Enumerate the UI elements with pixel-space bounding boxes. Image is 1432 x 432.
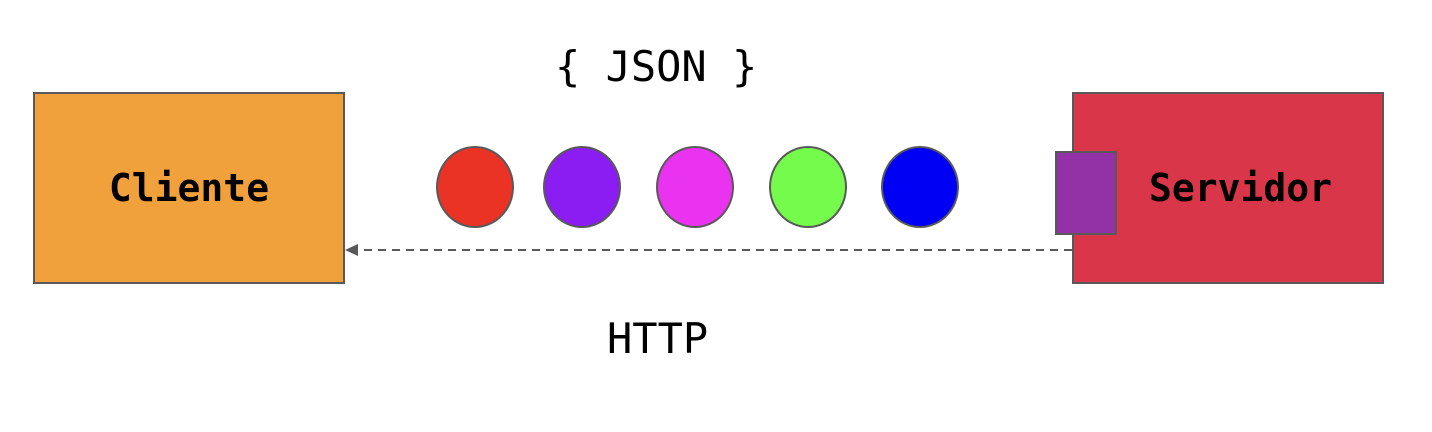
http-label: HTTP	[607, 314, 709, 363]
client-box: Cliente	[33, 92, 345, 284]
http-arrow-head	[345, 244, 358, 256]
json-token-magenta	[656, 146, 734, 228]
json-token-red	[436, 146, 514, 228]
json-token-purple	[543, 146, 621, 228]
client-label: Cliente	[108, 166, 270, 210]
server-box: Servidor	[1072, 92, 1384, 284]
json-token-blue	[881, 146, 959, 228]
server-label: Servidor	[1148, 166, 1332, 210]
json-token-green	[769, 146, 847, 228]
json-label: { JSON }	[555, 42, 758, 91]
server-port	[1055, 151, 1117, 235]
